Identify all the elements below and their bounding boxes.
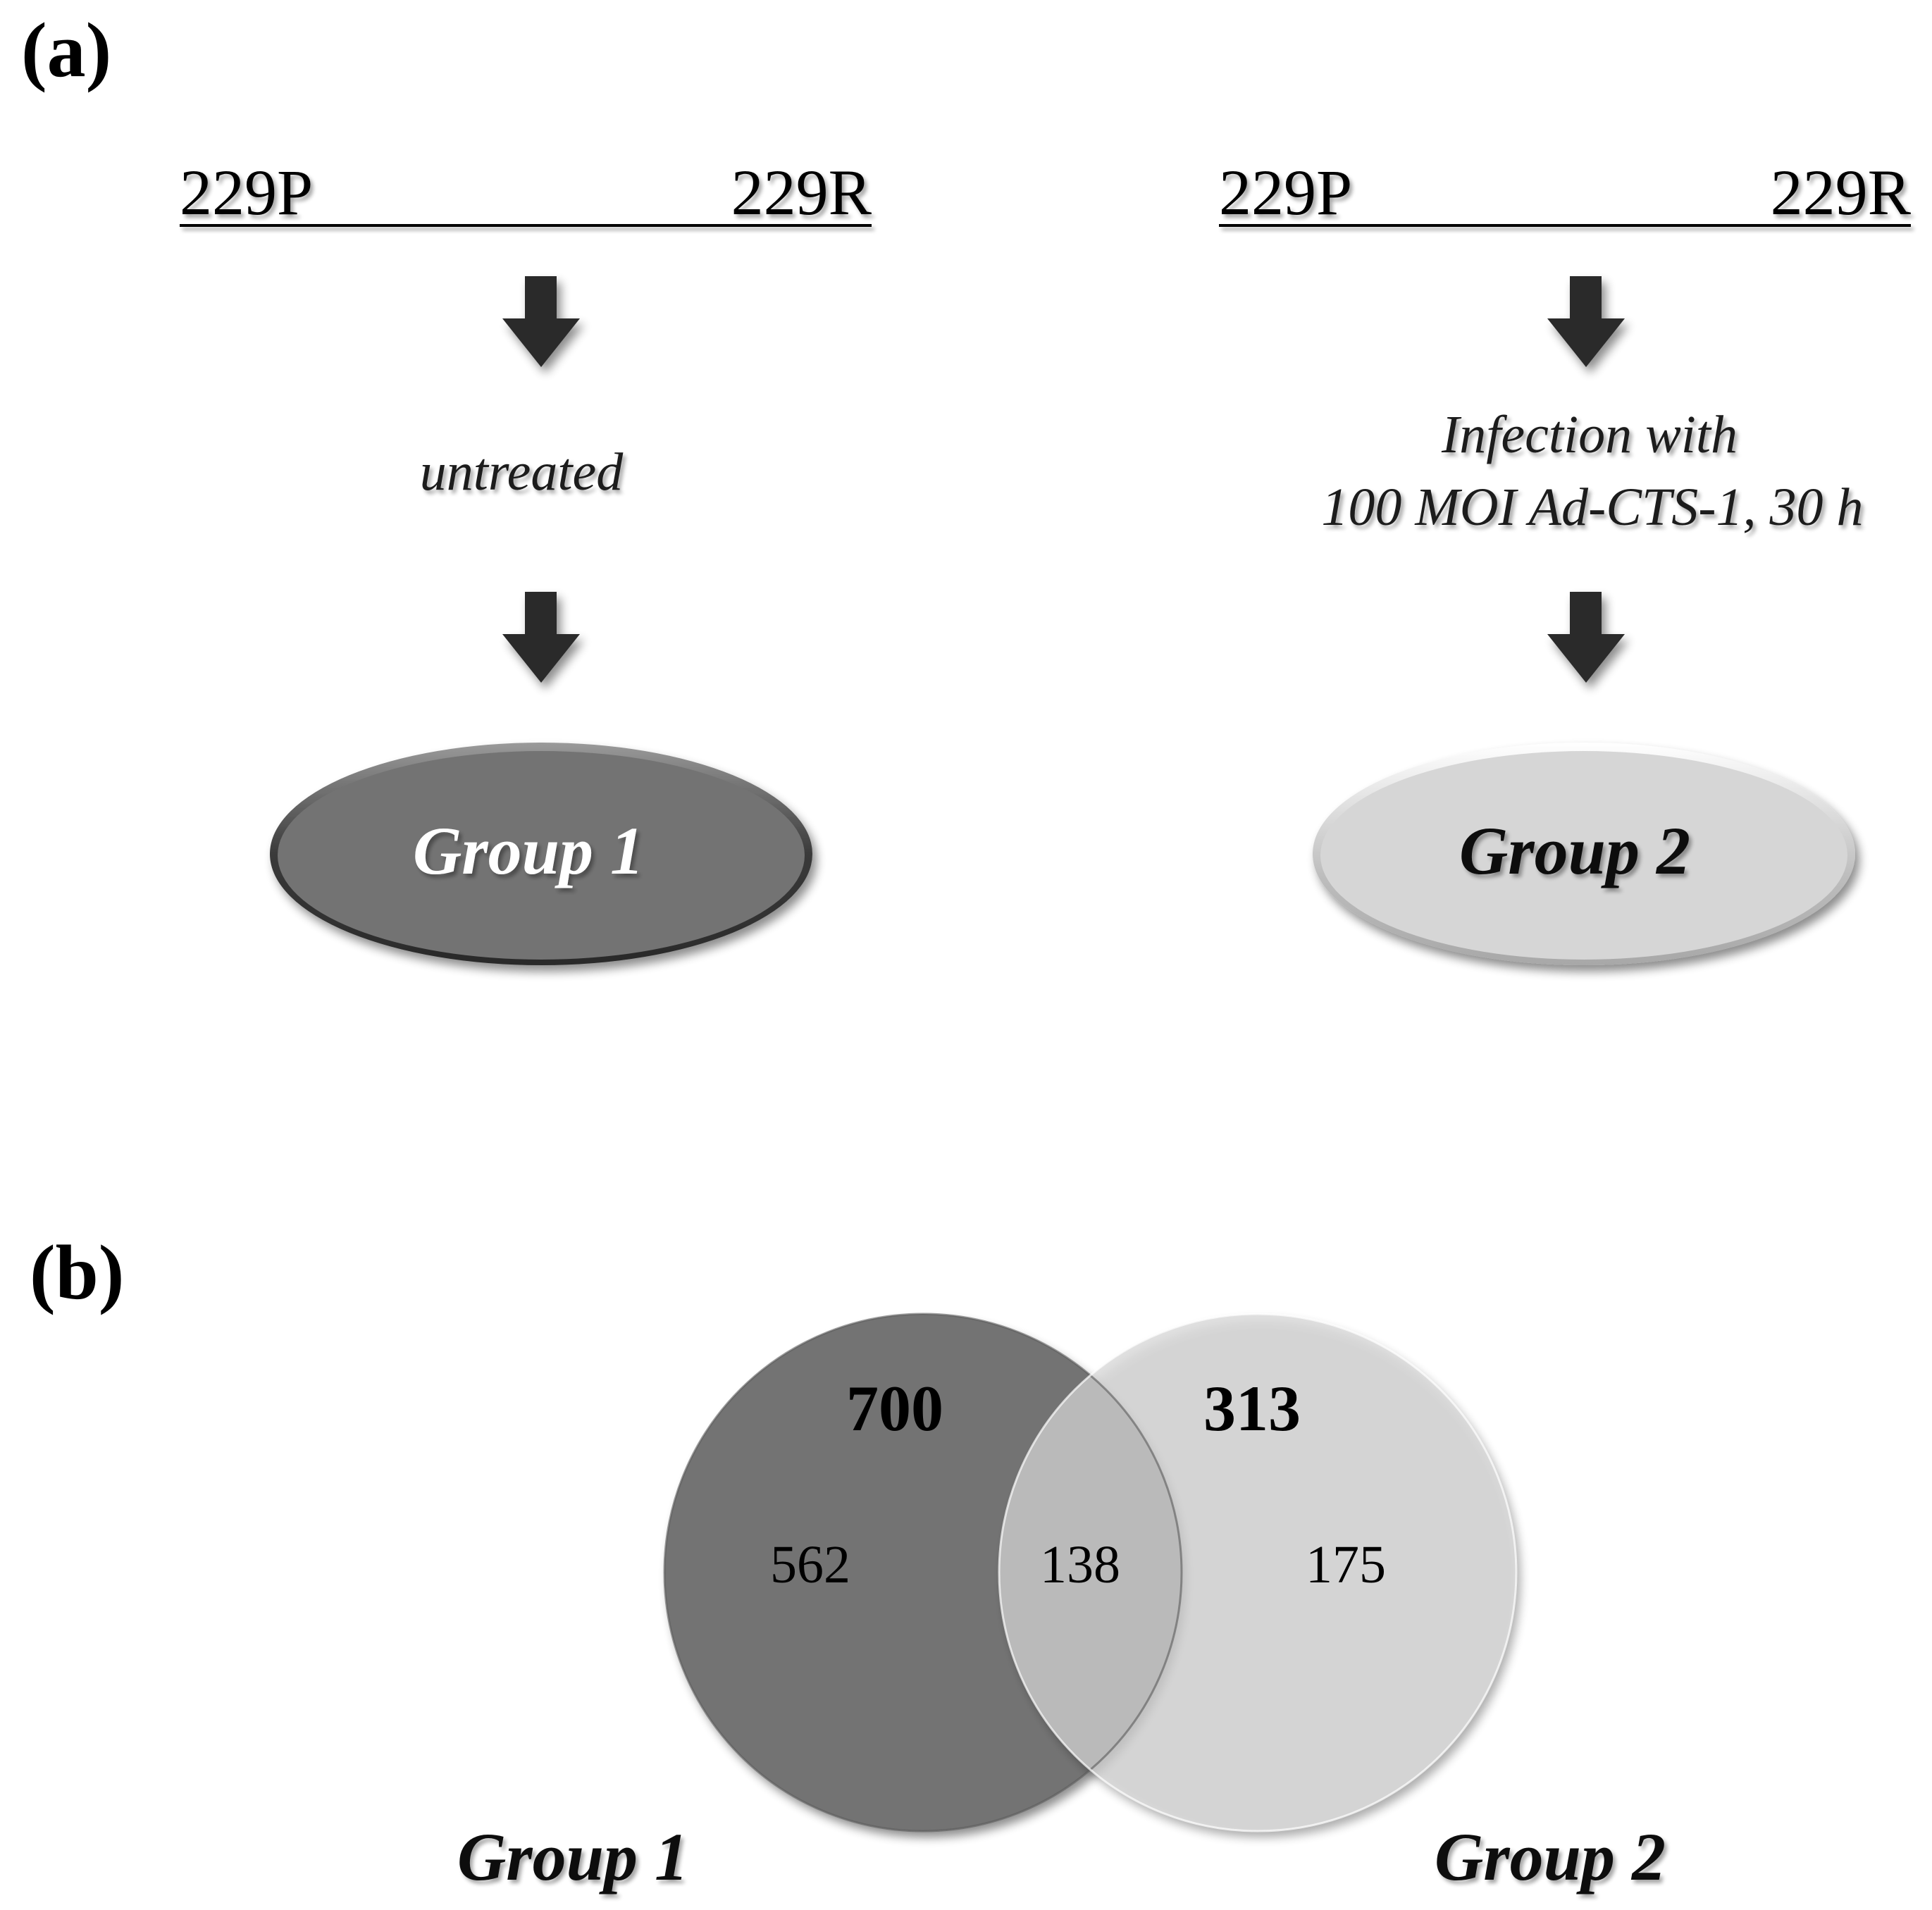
right-arrow-2	[1547, 592, 1625, 683]
venn-set-2-outline	[998, 1313, 1518, 1833]
group-1-ellipse-fill	[278, 751, 805, 960]
venn-set-2-only-count: 175	[1306, 1535, 1386, 1594]
venn-diagram	[663, 1313, 1518, 1833]
group-2-ellipse	[1313, 743, 1855, 965]
panel-b-label: (b)	[30, 1229, 124, 1315]
venn-set-1-only-count: 562	[770, 1535, 850, 1594]
right-cell-r-label: 229R	[1771, 156, 1912, 228]
group-2-label: Group 2	[1459, 813, 1690, 888]
right-condition-line-1: Infection with	[1441, 405, 1738, 464]
right-cell-line-header: 229P 229R	[1219, 156, 1912, 228]
left-condition-text: untreated	[420, 442, 624, 502]
right-condition-line-2: 100 MOI Ad-CTS-1, 30 h	[1321, 478, 1863, 537]
group-2-ellipse-fill	[1320, 751, 1847, 960]
left-cell-r-label: 229R	[731, 156, 872, 228]
left-arrow-1	[502, 276, 580, 367]
right-cell-p-label: 229P	[1219, 156, 1352, 228]
panel-a-label: (a)	[21, 7, 111, 93]
group-1-ellipse	[270, 743, 812, 965]
left-cell-line-header: 229P 229R	[180, 156, 872, 228]
venn-set-2-total: 313	[1203, 1372, 1301, 1444]
group-1-label: Group 1	[413, 813, 644, 888]
venn-set-1-total: 700	[846, 1372, 943, 1444]
venn-set-1-name: Group 1	[457, 1819, 688, 1895]
left-arrow-2	[502, 592, 580, 683]
venn-intersection-count: 138	[1040, 1535, 1120, 1594]
venn-set-1-outline	[663, 1313, 1183, 1833]
left-cell-p-label: 229P	[180, 156, 313, 228]
venn-set-2-name: Group 2	[1435, 1819, 1666, 1895]
venn-set-2-circle	[999, 1314, 1516, 1831]
right-arrow-1	[1547, 276, 1625, 367]
